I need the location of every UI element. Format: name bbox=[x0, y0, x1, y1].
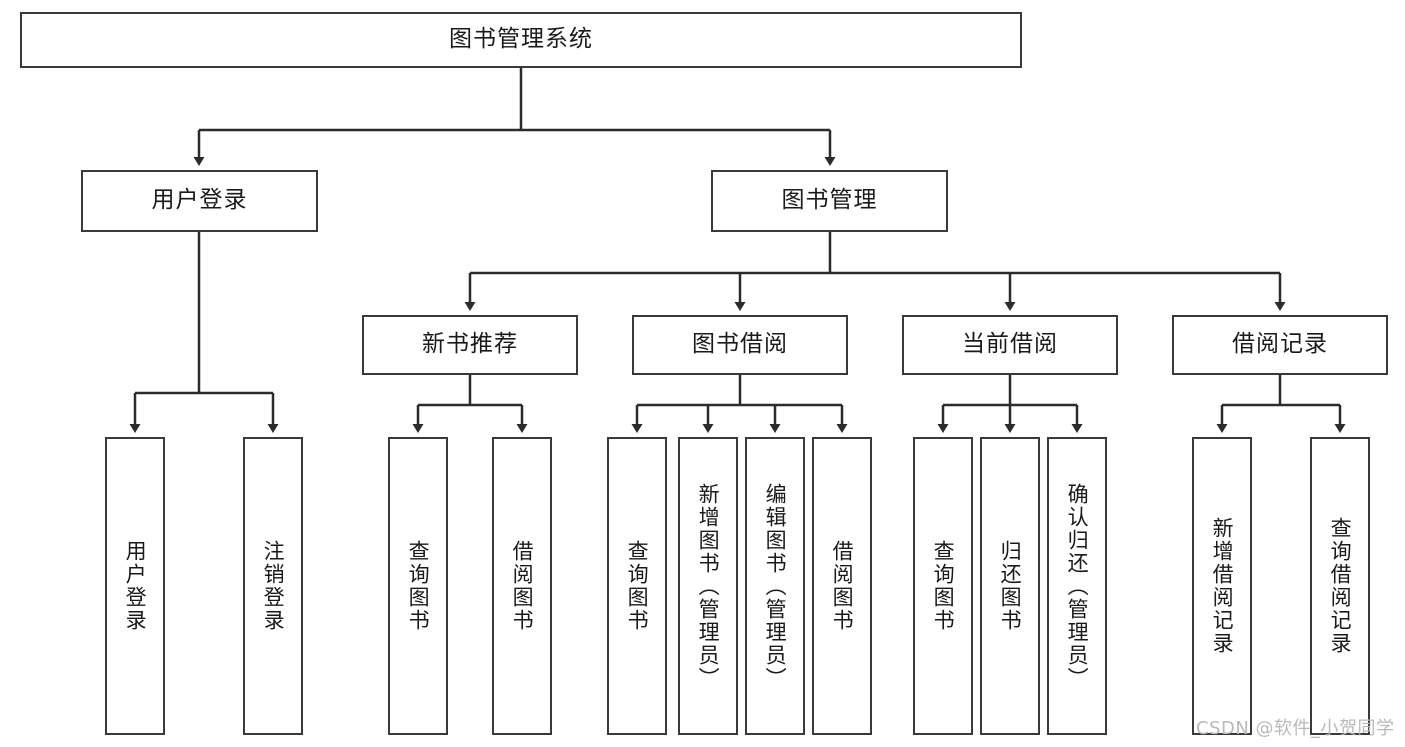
node-label: 查询图书 bbox=[406, 540, 431, 632]
node-borrow-record[interactable]: 借阅记录 bbox=[1172, 315, 1388, 375]
node-label: 归还图书 bbox=[998, 540, 1023, 632]
node-label: 查询图书 bbox=[931, 540, 956, 632]
leaf-user-login-logout[interactable]: 注销登录 bbox=[243, 437, 303, 735]
node-label: 借阅图书 bbox=[830, 540, 855, 632]
leaf-user-login-login[interactable]: 用户登录 bbox=[105, 437, 165, 735]
watermark-text: CSDN @软件_小贺同学 bbox=[1196, 718, 1395, 739]
node-label: 确认归还（管理员） bbox=[1065, 482, 1090, 690]
node-label: 借阅记录 bbox=[1232, 331, 1328, 358]
node-label: 图书管理系统 bbox=[449, 26, 593, 53]
node-label: 查询借阅记录 bbox=[1328, 517, 1353, 655]
node-label: 借阅图书 bbox=[510, 540, 535, 632]
node-label: 图书管理 bbox=[781, 187, 878, 214]
leaf-book-borrow-borrow-book[interactable]: 借阅图书 bbox=[812, 437, 872, 735]
leaf-current-borrow-query-book[interactable]: 查询图书 bbox=[913, 437, 973, 735]
leaf-current-borrow-confirm-return-admin[interactable]: 确认归还（管理员） bbox=[1047, 437, 1107, 735]
leaf-book-borrow-add-book-admin[interactable]: 新增图书（管理员） bbox=[678, 437, 738, 735]
node-label: 查询图书 bbox=[625, 540, 650, 632]
node-current-borrow[interactable]: 当前借阅 bbox=[902, 315, 1118, 375]
node-label: 编辑图书（管理员） bbox=[763, 482, 788, 690]
node-label: 新增图书（管理员） bbox=[696, 482, 721, 690]
leaf-book-borrow-edit-book-admin[interactable]: 编辑图书（管理员） bbox=[745, 437, 805, 735]
node-label: 当前借阅 bbox=[962, 331, 1058, 358]
node-label: 用户登录 bbox=[123, 540, 148, 632]
node-book-management[interactable]: 图书管理 bbox=[711, 170, 948, 232]
node-label: 用户登录 bbox=[151, 187, 248, 214]
node-book-borrow[interactable]: 图书借阅 bbox=[632, 315, 848, 375]
node-user-login[interactable]: 用户登录 bbox=[81, 170, 318, 232]
node-new-book-recommend[interactable]: 新书推荐 bbox=[362, 315, 578, 375]
node-label: 新书推荐 bbox=[422, 331, 518, 358]
leaf-book-borrow-query-book[interactable]: 查询图书 bbox=[607, 437, 667, 735]
leaf-new-book-borrow-book[interactable]: 借阅图书 bbox=[492, 437, 552, 735]
leaf-borrow-record-add-record[interactable]: 新增借阅记录 bbox=[1192, 437, 1252, 735]
leaf-new-book-query-book[interactable]: 查询图书 bbox=[388, 437, 448, 735]
node-label: 新增借阅记录 bbox=[1210, 517, 1235, 655]
leaf-current-borrow-return-book[interactable]: 归还图书 bbox=[980, 437, 1040, 735]
leaf-borrow-record-query-record[interactable]: 查询借阅记录 bbox=[1310, 437, 1370, 735]
node-label: 图书借阅 bbox=[692, 331, 788, 358]
node-root-book-management-system[interactable]: 图书管理系统 bbox=[20, 12, 1022, 68]
node-label: 注销登录 bbox=[261, 540, 286, 632]
